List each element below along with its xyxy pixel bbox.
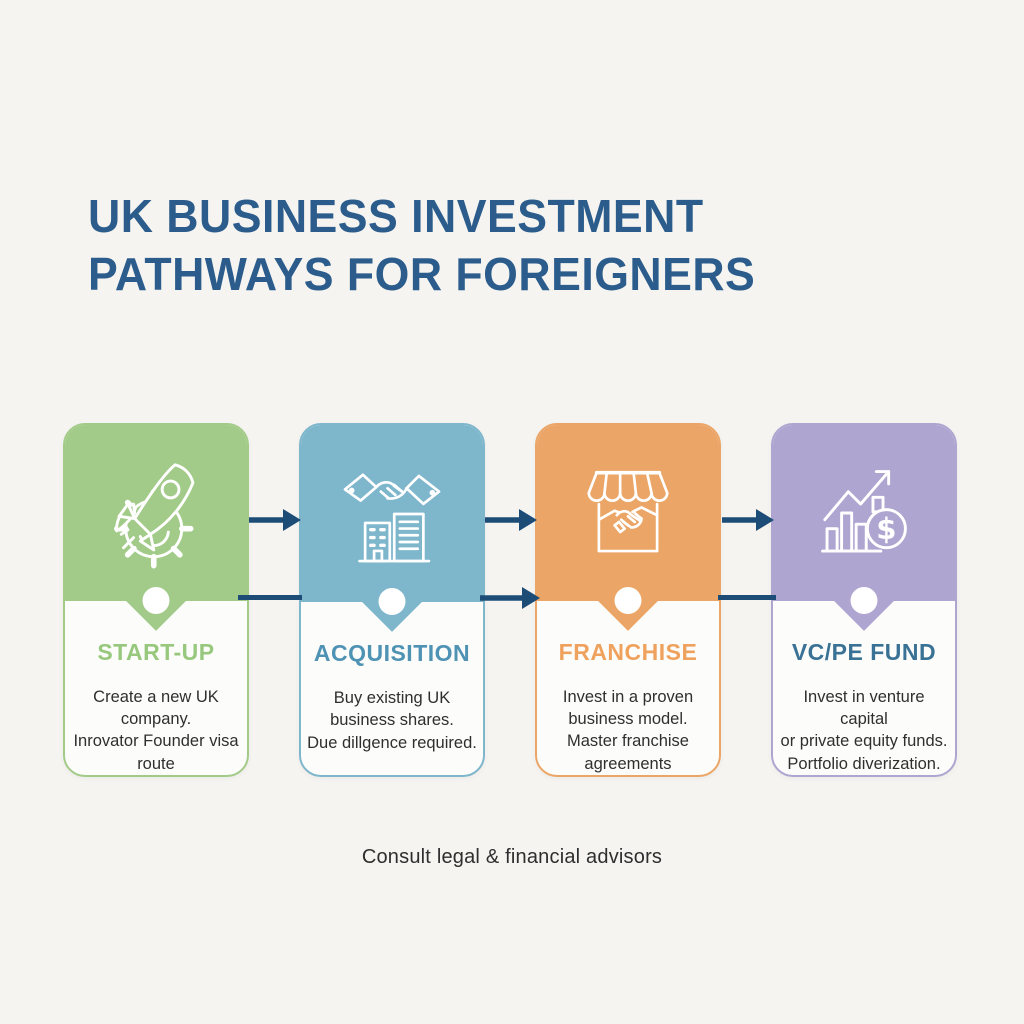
card-startup: START-UP Create a new UK company. Inrova… bbox=[63, 423, 249, 777]
growth-chart-dollar-icon: $ bbox=[821, 470, 907, 553]
rocket-gear-icon bbox=[114, 463, 195, 569]
storefront-handshake-icon bbox=[587, 470, 669, 553]
card-vcpe-fund-description: Invest in venture capital or private equ… bbox=[780, 687, 948, 773]
card-franchise-description: Invest in a proven business model. Maste… bbox=[562, 687, 694, 773]
svg-text:$: $ bbox=[876, 512, 896, 546]
card-acquisition-description: Buy existing UK business shares. Due dil… bbox=[307, 689, 477, 752]
card-vcpe-fund: $ VC/PE FUND Invest in venture capital o… bbox=[771, 423, 957, 777]
card-startup-header bbox=[65, 425, 247, 631]
card-startup-description: Create a new UK company. Inrovator Found… bbox=[73, 687, 239, 773]
title-line-2: PATHWAYS FOR FOREIGNERS bbox=[88, 247, 756, 300]
title-line-1: UK BUSINESS INVESTMENT bbox=[88, 190, 704, 242]
infographic-title: UK BUSINESS INVESTMENT PATHWAYS FOR FORE… bbox=[88, 188, 755, 304]
card-franchise: FRANCHISE Invest in a proven business mo… bbox=[535, 423, 721, 777]
card-franchise-heading: FRANCHISE bbox=[558, 638, 698, 665]
diamond-dot bbox=[378, 588, 406, 615]
card-acquisition: ACQUISITION Buy existing UK business sha… bbox=[299, 423, 485, 777]
card-acquisition-header bbox=[301, 425, 483, 632]
handshake-buildings-icon bbox=[343, 472, 441, 562]
card-vcpe-fund-heading: VC/PE FUND bbox=[791, 638, 937, 665]
card-startup-heading: START-UP bbox=[97, 638, 215, 665]
diamond-dot bbox=[614, 586, 642, 614]
card-franchise-header bbox=[537, 425, 719, 631]
card-acquisition-heading: ACQUISITION bbox=[313, 640, 471, 666]
pathway-cards-row: START-UP Create a new UK company. Inrova… bbox=[63, 423, 957, 777]
footer-note: Consult legal & financial advisors bbox=[361, 846, 663, 868]
diamond-dot bbox=[142, 586, 170, 614]
diamond-dot bbox=[850, 586, 878, 614]
card-vcpe-fund-header: $ bbox=[773, 425, 955, 631]
